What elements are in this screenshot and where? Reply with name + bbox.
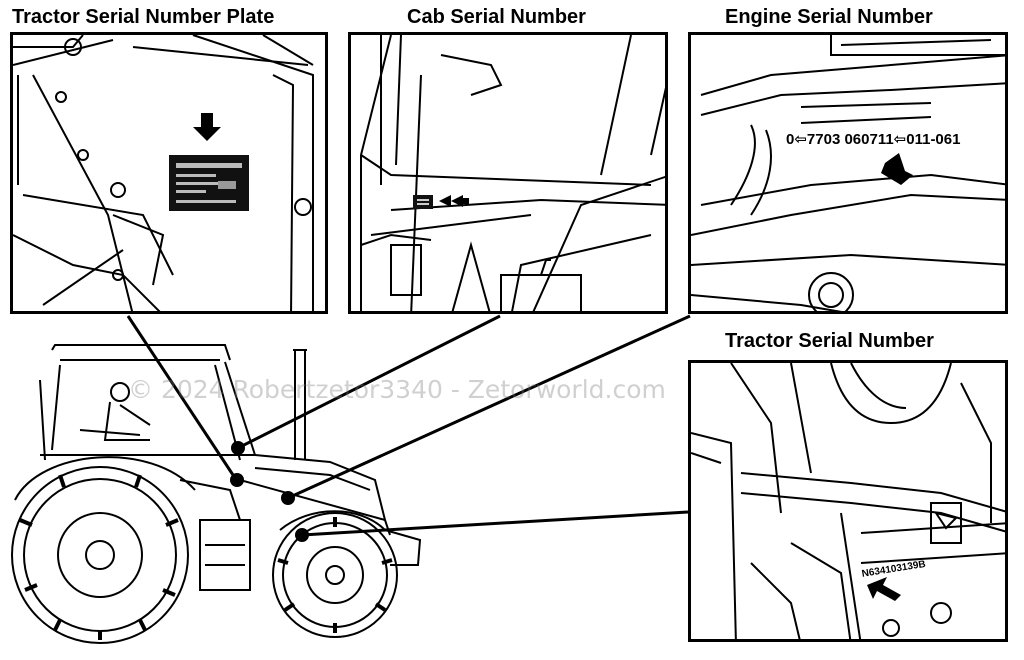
engine-detail-drawing xyxy=(691,35,1005,311)
copyright-watermark: © 2024 Robertzetor3340 - Zetorworld.com xyxy=(128,375,666,404)
plate-detail-drawing xyxy=(13,35,314,311)
panel-tractor-serial-number: N634103139B xyxy=(688,360,1008,642)
panel-tractor-serial-plate xyxy=(10,32,328,314)
frame-serial-arrow-icon xyxy=(867,577,901,601)
rear-wheel xyxy=(11,466,189,644)
title-engine-serial: Engine Serial Number xyxy=(725,6,933,28)
engine-code-arrow-icon xyxy=(881,153,913,185)
cab-left-arrow-icon xyxy=(439,195,469,207)
title-cab-serial: Cab Serial Number xyxy=(407,6,586,28)
frame-detail-drawing xyxy=(691,363,1005,639)
serial-number-plate-icon xyxy=(169,155,249,211)
marker-cab-serial xyxy=(231,441,245,455)
marker-engine-serial xyxy=(281,491,295,505)
panel-engine-serial: 0⇦7703 060711⇦011-061 xyxy=(688,32,1008,314)
marker-frame-serial xyxy=(295,528,309,542)
cab-serial-plate-icon xyxy=(413,195,433,209)
marker-tractor-plate xyxy=(230,473,244,487)
front-wheel xyxy=(272,512,398,638)
engine-serial-code: 0⇦7703 060711⇦011-061 xyxy=(786,131,961,148)
cab-detail-drawing xyxy=(360,35,665,311)
title-tractor-serial-number: Tractor Serial Number xyxy=(725,330,934,352)
title-tractor-serial-plate: Tractor Serial Number Plate xyxy=(12,6,275,28)
leader-lines xyxy=(126,314,691,537)
frame-clamp-icon xyxy=(933,511,958,530)
panel-cab-serial xyxy=(348,32,668,314)
plate-down-arrow-icon xyxy=(193,113,221,141)
